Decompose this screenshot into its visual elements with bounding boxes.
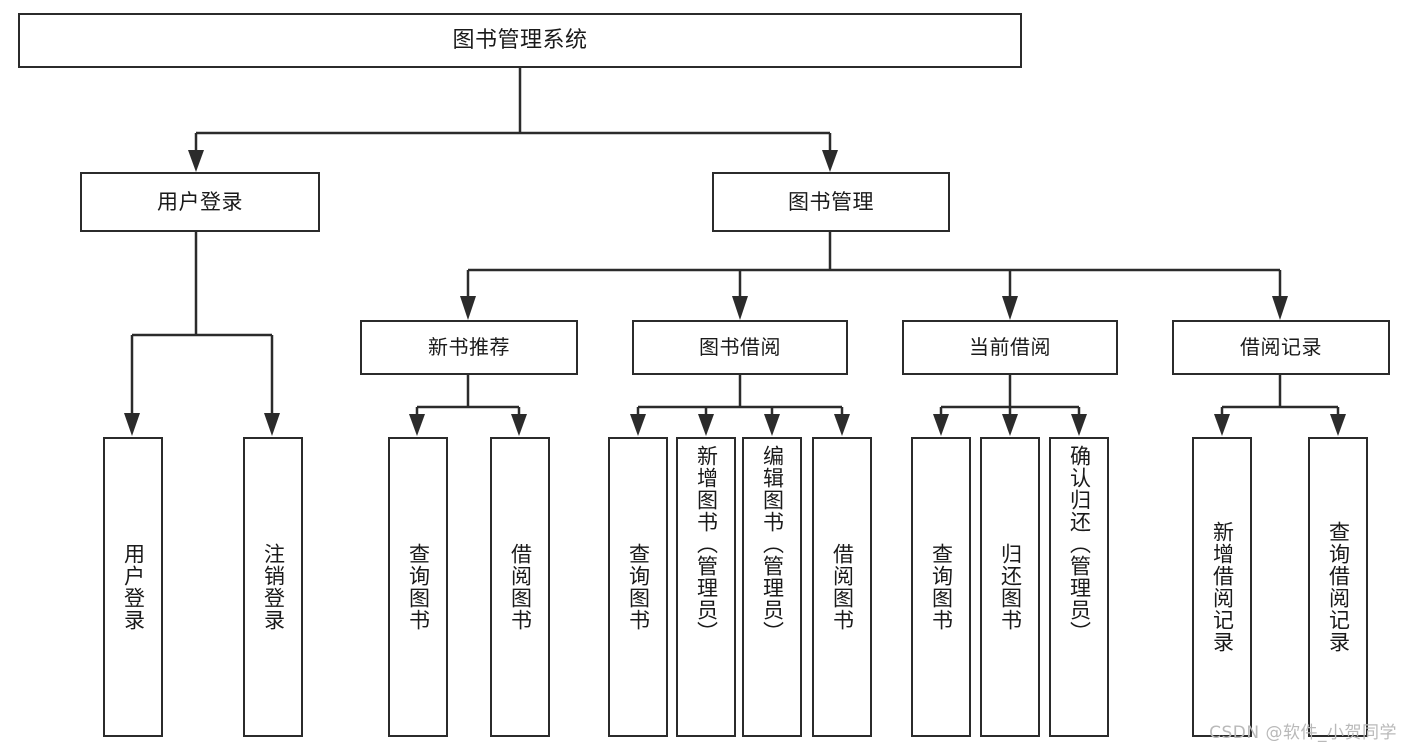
leaf-user-login[interactable]: 用户登录 (103, 437, 163, 737)
node-new-book-recommend[interactable]: 新书推荐 (360, 320, 578, 375)
leaf-label: 查询图书 (406, 543, 431, 631)
leaf-label: 用户登录 (121, 543, 146, 631)
leaf-confirm-return-admin[interactable]: 确认归还（管理员） (1049, 437, 1109, 737)
node-book-management[interactable]: 图书管理 (712, 172, 950, 232)
node-label: 图书管理 (788, 189, 874, 214)
leaf-label: 查询图书 (626, 543, 651, 631)
leaf-label: 查询图书 (929, 543, 954, 631)
node-label: 图书借阅 (699, 335, 781, 359)
leaf-add-borrow-record[interactable]: 新增借阅记录 (1192, 437, 1252, 737)
leaf-label: 查询借阅记录 (1326, 521, 1351, 653)
node-label: 用户登录 (157, 189, 243, 214)
node-current-borrow[interactable]: 当前借阅 (902, 320, 1118, 375)
leaf-label: 编辑图书（管理员） (760, 445, 785, 643)
leaf-add-book-admin[interactable]: 新增图书（管理员） (676, 437, 736, 737)
node-label: 新书推荐 (428, 335, 510, 359)
leaf-query-book-borrow[interactable]: 查询图书 (608, 437, 668, 737)
leaf-query-borrow-record[interactable]: 查询借阅记录 (1308, 437, 1368, 737)
leaf-borrow-book[interactable]: 借阅图书 (812, 437, 872, 737)
leaf-label: 确认归还（管理员） (1067, 445, 1092, 643)
leaf-label: 归还图书 (998, 543, 1023, 631)
node-label: 当前借阅 (969, 335, 1051, 359)
leaf-label: 借阅图书 (830, 543, 855, 631)
node-borrow-record[interactable]: 借阅记录 (1172, 320, 1390, 375)
node-label: 借阅记录 (1240, 335, 1322, 359)
leaf-label: 新增图书（管理员） (694, 445, 719, 643)
leaf-borrow-book-recommend[interactable]: 借阅图书 (490, 437, 550, 737)
node-user-login[interactable]: 用户登录 (80, 172, 320, 232)
leaf-query-book-recommend[interactable]: 查询图书 (388, 437, 448, 737)
watermark-text: CSDN @软件_小贺同学 (1209, 723, 1397, 743)
leaf-logout[interactable]: 注销登录 (243, 437, 303, 737)
node-label: 图书管理系统 (452, 27, 588, 53)
leaf-query-book-current[interactable]: 查询图书 (911, 437, 971, 737)
leaf-edit-book-admin[interactable]: 编辑图书（管理员） (742, 437, 802, 737)
leaf-label: 新增借阅记录 (1210, 521, 1235, 653)
leaf-label: 注销登录 (261, 543, 286, 631)
leaf-return-book[interactable]: 归还图书 (980, 437, 1040, 737)
leaf-label: 借阅图书 (508, 543, 533, 631)
node-root-system[interactable]: 图书管理系统 (18, 13, 1022, 68)
node-book-borrow[interactable]: 图书借阅 (632, 320, 848, 375)
